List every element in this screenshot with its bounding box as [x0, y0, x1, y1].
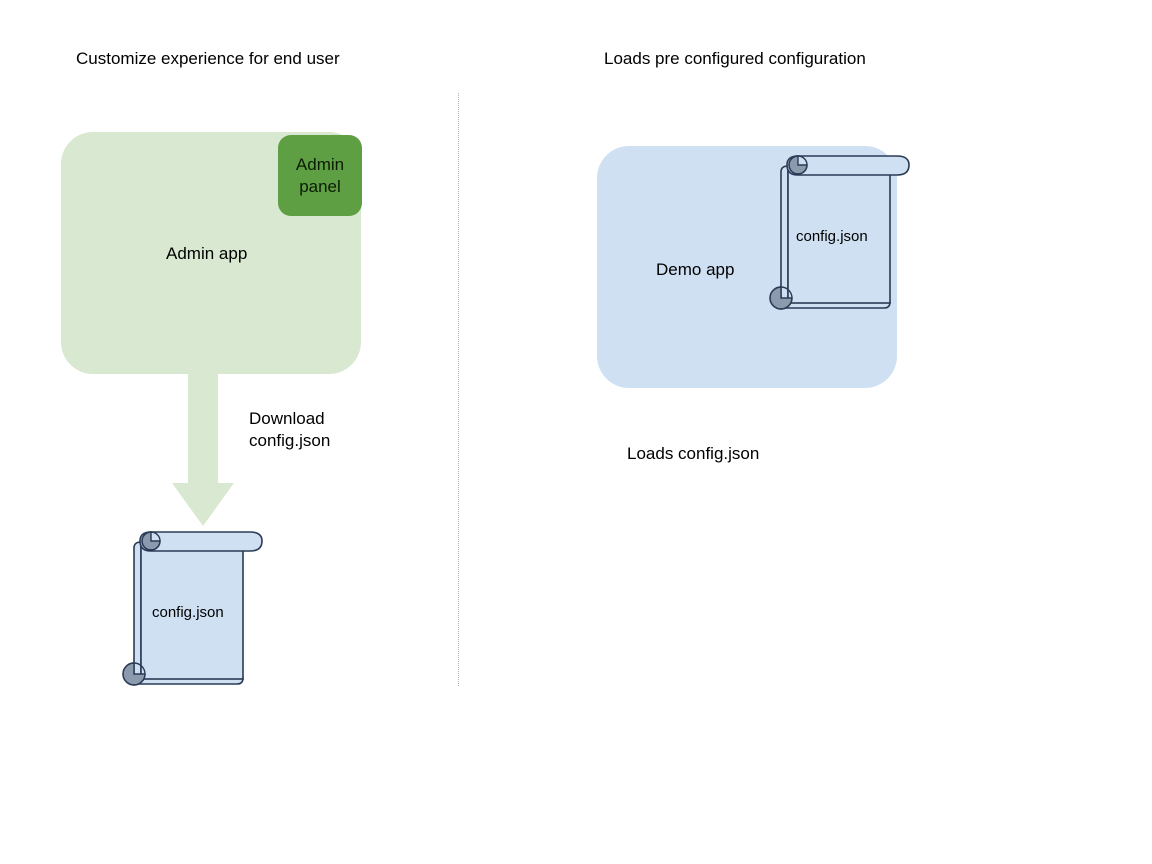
section-divider [458, 93, 459, 686]
right-section-title: Loads pre configured configuration [604, 49, 866, 68]
download-arrow-label: Download config.json [249, 408, 330, 452]
left-section-title: Customize experience for end user [76, 49, 340, 68]
loads-config-caption: Loads config.json [627, 444, 760, 463]
config-json-document-right[interactable]: config.json [765, 152, 915, 317]
admin-panel-box[interactable]: Admin panel [278, 135, 362, 216]
config-json-label-right: config.json [796, 228, 868, 245]
download-arrow-label-line1: Download [249, 409, 325, 428]
admin-app-label: Admin app [166, 244, 248, 263]
config-json-document-left[interactable]: config.json [118, 528, 268, 693]
download-arrow-icon [172, 371, 244, 529]
admin-panel-label-line1: Admin [295, 154, 345, 174]
admin-panel-label-line2: panel [299, 176, 341, 196]
demo-app-label: Demo app [656, 260, 735, 279]
config-json-label-left: config.json [152, 604, 224, 621]
admin-panel-label: Admin panel [296, 154, 344, 198]
download-arrow-label-line2: config.json [249, 431, 331, 450]
